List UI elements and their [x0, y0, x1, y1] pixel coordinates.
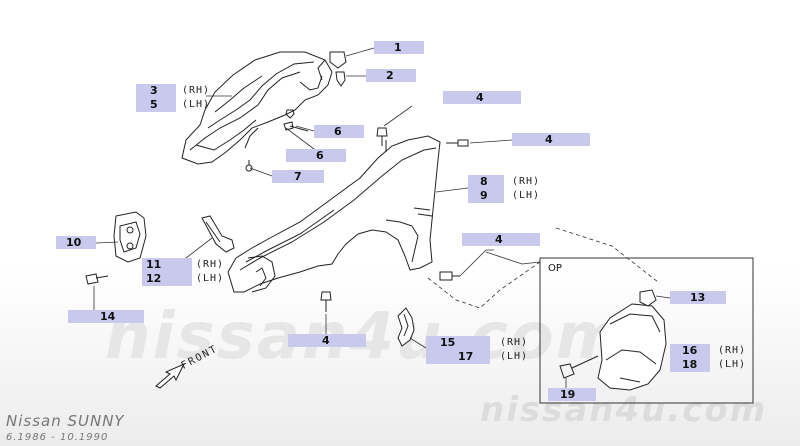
callout-1	[374, 41, 424, 54]
callout-8-9	[468, 175, 504, 203]
clips-drawing	[283, 51, 347, 132]
part-number-5: 5	[150, 98, 158, 111]
part-number-3: 3	[150, 84, 158, 97]
callout-3-5	[136, 84, 176, 112]
part-number-4-bottom: 4	[322, 334, 330, 347]
part-number-11: 11	[146, 258, 162, 271]
callout-4-mid	[462, 233, 540, 246]
part-number-19: 19	[560, 388, 576, 401]
production-dates: 6.1986 - 10.1990	[6, 432, 109, 443]
option-label: OP	[548, 263, 562, 274]
callout-2	[366, 69, 416, 82]
side-label-rh-11: (RH)	[196, 259, 225, 270]
side-label-lh-12: (LH)	[196, 273, 225, 284]
side-label-lh-9: (LH)	[512, 190, 541, 201]
seal-drawing	[397, 307, 415, 347]
front-arrow-drawing	[155, 362, 186, 389]
part-number-15: 15	[440, 336, 456, 349]
part-number-8: 8	[480, 175, 488, 188]
side-label-rh-3: (RH)	[182, 85, 211, 96]
callout-13	[670, 291, 726, 304]
stay-drawing	[201, 215, 235, 253]
callout-7	[272, 170, 324, 183]
part-number-1: 1	[394, 41, 402, 54]
part-number-9: 9	[480, 189, 488, 202]
side-label-lh-5: (LH)	[182, 99, 211, 110]
side-label-rh-8: (RH)	[512, 176, 541, 187]
callout-19	[548, 388, 596, 401]
side-label-lh-17: (LH)	[500, 351, 529, 362]
part-number-4-top: 4	[476, 91, 484, 104]
side-label-rh-15: (RH)	[500, 337, 529, 348]
option-frame	[539, 257, 754, 404]
part-number-4-right: 4	[545, 133, 553, 146]
part-number-17: 17	[458, 350, 474, 363]
part-number-6b: 6	[316, 149, 324, 162]
callout-14	[68, 310, 144, 323]
callout-11-12	[142, 258, 192, 286]
bracket-drawing	[113, 211, 147, 263]
part-number-13: 13	[690, 291, 706, 304]
callout-6b	[286, 149, 346, 162]
part-number-7: 7	[294, 170, 302, 183]
callout-4-top	[443, 91, 521, 104]
splash-shield-drawing	[181, 51, 333, 172]
part-number-4-mid: 4	[495, 233, 503, 246]
part-number-12: 12	[146, 272, 162, 285]
model-name: Nissan SUNNY	[6, 412, 125, 430]
callout-15-17	[426, 336, 490, 364]
part-number-14: 14	[100, 310, 116, 323]
part-number-10: 10	[66, 236, 82, 249]
callout-10	[56, 236, 96, 249]
mud-guard-drawing	[559, 289, 667, 391]
callout-6a	[314, 125, 364, 138]
side-label-lh-18: (LH)	[718, 359, 747, 370]
callout-16-18	[670, 344, 710, 372]
side-label-rh-16: (RH)	[718, 345, 747, 356]
bolt-drawing	[85, 127, 469, 312]
part-number-16: 16	[682, 344, 698, 357]
part-number-6a: 6	[334, 125, 342, 138]
part-number-18: 18	[682, 358, 698, 371]
leader-lines	[93, 47, 671, 390]
part-number-2: 2	[386, 69, 394, 82]
watermark-corner: nissan4u.com	[480, 390, 768, 430]
callout-4-right	[512, 133, 590, 146]
fender-drawing	[227, 135, 441, 293]
callout-4-bottom	[288, 334, 366, 347]
